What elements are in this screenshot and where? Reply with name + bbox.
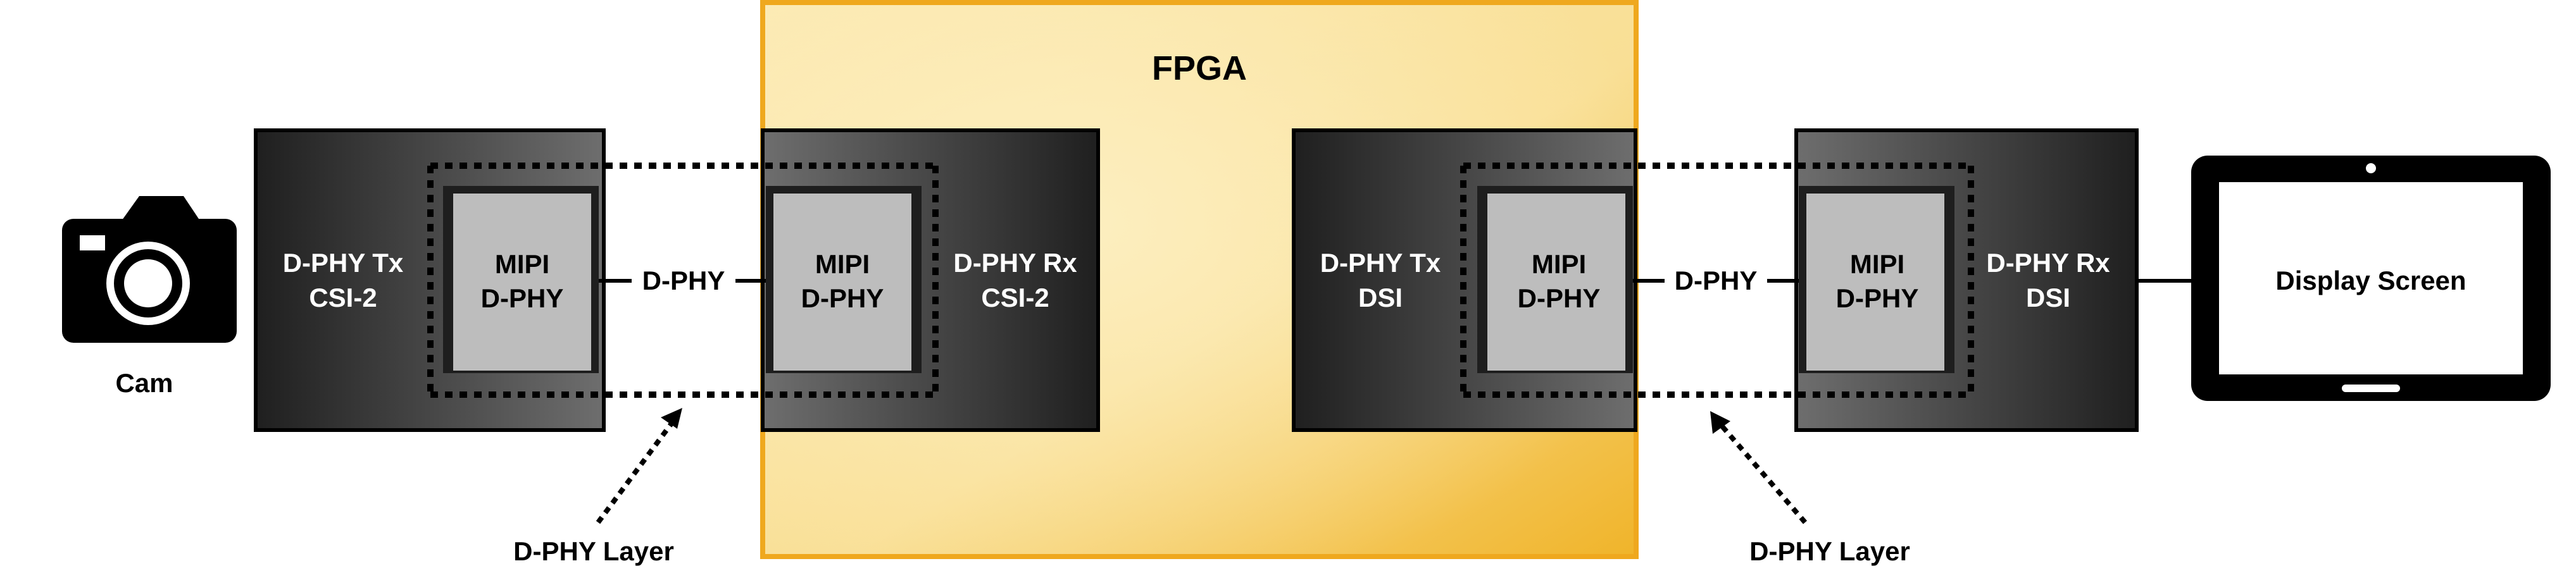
rx-dsi-phy-label-2: D-PHY [1836, 283, 1919, 313]
camera-icon [62, 196, 237, 343]
left-annotation-arrowhead [661, 408, 682, 429]
tx-csi-phy-box [443, 186, 599, 373]
right-annotation-arrow [1715, 419, 1808, 524]
tx-dsi-phy-label-1: MIPI [1532, 249, 1586, 279]
tx-dsi-label-1: D-PHY Tx [1320, 248, 1441, 278]
camera-label: Cam [115, 368, 173, 398]
right-link-label: D-PHY [1675, 266, 1758, 295]
rx-csi-label-1: D-PHY Rx [953, 248, 1077, 278]
tx-csi-label-1: D-PHY Tx [283, 248, 404, 278]
rx-dsi-label-1: D-PHY Rx [1986, 248, 2110, 278]
fpga-label: FPGA [1152, 49, 1247, 87]
rx-dsi-phy-box [1799, 186, 1954, 373]
tablet-icon [2191, 156, 2551, 401]
display-label: Display Screen [2275, 266, 2466, 295]
tx-csi-label-2: CSI-2 [309, 283, 377, 312]
left-annotation-arrow [596, 416, 678, 524]
tx-csi-phy-label-2: D-PHY [481, 283, 564, 313]
rx-csi-phy-box [766, 186, 922, 373]
tx-dsi-phy-box [1477, 186, 1633, 373]
rx-dsi-label-2: DSI [2026, 283, 2070, 312]
rx-csi-phy-label-2: D-PHY [801, 283, 884, 313]
right-dphy-layer-outline [1460, 163, 1974, 398]
tx-dsi-label-2: DSI [1358, 283, 1403, 312]
left-link-label: D-PHY [642, 266, 725, 295]
tx-dsi-phy-label-2: D-PHY [1518, 283, 1601, 313]
rx-csi-phy-label-1: MIPI [815, 249, 870, 279]
left-dphy-layer-outline [427, 163, 939, 398]
right-annotation-label: D-PHY Layer [1749, 536, 1910, 566]
right-annotation-arrowhead [1710, 411, 1730, 434]
tx-csi-phy-label-1: MIPI [495, 249, 549, 279]
rx-csi-label-2: CSI-2 [981, 283, 1049, 312]
left-annotation-label: D-PHY Layer [513, 536, 674, 566]
rx-dsi-phy-label-1: MIPI [1850, 249, 1904, 279]
